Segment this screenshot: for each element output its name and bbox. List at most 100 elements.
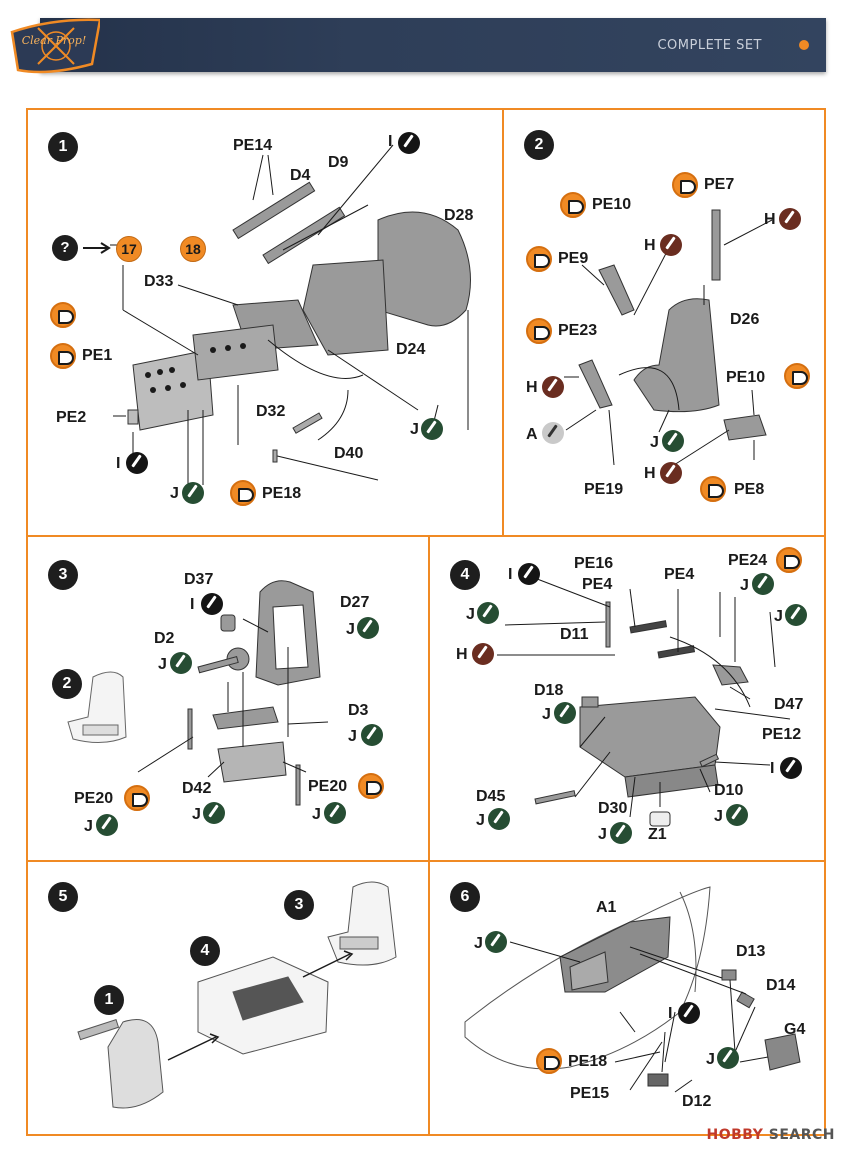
question-icon: ?: [52, 235, 78, 261]
paint-icon: [660, 234, 682, 256]
paint-label-j: J: [650, 434, 659, 451]
photo-etch-icon: [700, 476, 726, 502]
part-label-pe15: PE15: [570, 1085, 610, 1102]
paint-icon: [126, 452, 148, 474]
part-label-pe18: PE18: [568, 1053, 608, 1070]
paint-label-j-d10: J: [714, 808, 723, 825]
step-2-drawing: [564, 209, 773, 466]
part-label-d12: D12: [682, 1093, 712, 1110]
paint-icon: [398, 132, 420, 154]
paint-icon: [726, 804, 748, 826]
part-label-pe1: PE1: [82, 347, 113, 364]
part-label-pe18: PE18: [262, 485, 302, 502]
photo-etch-icon: [50, 343, 76, 369]
paint-label-j-bot: J: [170, 485, 179, 502]
step-4-drawing: [497, 576, 791, 827]
paint-icon: [203, 802, 225, 824]
step-ref-18: 18: [180, 236, 206, 262]
paint-icon: [488, 808, 510, 830]
part-label-pe24: PE24: [728, 552, 768, 569]
watermark-search: SEARCH: [768, 1127, 835, 1143]
paint-icon: [96, 814, 118, 836]
part-label-pe12: PE12: [762, 726, 802, 743]
header-bar: [40, 18, 826, 72]
divider-h2: [26, 860, 826, 862]
part-label-pe4-b: PE4: [664, 566, 695, 583]
part-label-pe20-l: PE20: [74, 790, 114, 807]
paint-label-j-d2: J: [158, 656, 167, 673]
part-label-pe4-a: PE4: [582, 576, 613, 593]
step-number: 1: [48, 132, 78, 162]
part-label-d10: D10: [714, 782, 744, 799]
part-label-pe8: PE8: [734, 481, 765, 498]
paint-icon: [182, 482, 204, 504]
part-label-d2: D2: [154, 630, 175, 647]
paint-icon: [779, 208, 801, 230]
step-6-panel: 6 A1 J D13 D14 G4 I PE18 J PE15 D12: [430, 862, 824, 1134]
paint-icon: [542, 422, 564, 444]
paint-label-j-pe24: J: [740, 577, 749, 594]
paint-icon: [485, 931, 507, 953]
clear-prop-logo: Clear Prop!: [10, 18, 100, 74]
paint-icon: [361, 724, 383, 746]
paint-label-i: I: [190, 596, 195, 613]
part-label-d32: D32: [256, 403, 286, 420]
paint-label-i-tl: I: [508, 566, 513, 583]
part-label-pe7: PE7: [704, 176, 735, 193]
paint-icon: [324, 802, 346, 824]
divider-v-top: [502, 108, 504, 536]
part-label-d30: D30: [598, 800, 628, 817]
part-label-d24: D24: [396, 341, 426, 358]
paint-label-j-pe20-l: J: [84, 818, 93, 835]
step-2-panel: 2 PE7 H PE10 PE9 H D26 PE23 H PE10 A J H…: [504, 110, 824, 535]
part-label-d28: D28: [444, 207, 474, 224]
photo-etch-icon: [526, 246, 552, 272]
paint-icon: [542, 376, 564, 398]
part-label-g4: G4: [784, 1021, 806, 1038]
part-label-d47: D47: [774, 696, 804, 713]
photo-etch-icon: [358, 773, 384, 799]
step-ref-1: 1: [94, 985, 124, 1015]
step-number: 4: [450, 560, 480, 590]
instructions-frame: [26, 108, 826, 1136]
paint-label-j-right: J: [410, 421, 419, 438]
part-label-d42: D42: [182, 780, 212, 797]
part-label-d3: D3: [348, 702, 369, 719]
arrow-icon: [83, 242, 111, 254]
photo-etch-icon: [536, 1048, 562, 1074]
part-label-d18: D18: [534, 682, 564, 699]
paint-label-j-l: J: [466, 606, 475, 623]
gear-icon: [799, 40, 809, 50]
part-label-pe9: PE9: [558, 250, 589, 267]
part-label-a1: A1: [596, 899, 617, 916]
part-label-d13: D13: [736, 943, 766, 960]
step-1-panel: 1 PE14 D4 D9 I D28 ? 17 18 D33 D24 PE1 P…: [28, 110, 502, 535]
part-label-d27: D27: [340, 594, 370, 611]
paint-label-a: A: [526, 426, 538, 443]
part-label-pe23: PE23: [558, 322, 598, 339]
step-number: 2: [524, 130, 554, 160]
part-label-pe2: PE2: [56, 409, 87, 426]
photo-etch-icon: [672, 172, 698, 198]
photo-etch-icon: [776, 547, 802, 573]
paint-icon: [678, 1002, 700, 1024]
paint-label-j-r: J: [774, 608, 783, 625]
part-label-pe19: PE19: [584, 481, 624, 498]
paint-label-j-d27: J: [346, 621, 355, 638]
step-3-panel: 3 2 D37 I D27 J D2 J D3 J PE20 J D42 J P…: [28, 537, 428, 860]
photo-etch-icon: [560, 192, 586, 218]
part-label-pe20-r: PE20: [308, 778, 348, 795]
part-label-d11: D11: [560, 626, 589, 643]
step-3-drawing: [67, 580, 329, 806]
divider-v-mid: [428, 535, 430, 1135]
part-label-pe16: PE16: [574, 555, 614, 572]
paint-icon: [610, 822, 632, 844]
photo-etch-icon: [230, 480, 256, 506]
part-label-d4: D4: [290, 167, 311, 184]
paint-icon: [518, 563, 540, 585]
paint-label-j-d3: J: [348, 728, 357, 745]
paint-label-j-pe20-r: J: [312, 806, 321, 823]
photo-etch-icon: [124, 785, 150, 811]
paint-icon: [662, 430, 684, 452]
step-5-panel: 5 3 4 1: [28, 862, 428, 1134]
